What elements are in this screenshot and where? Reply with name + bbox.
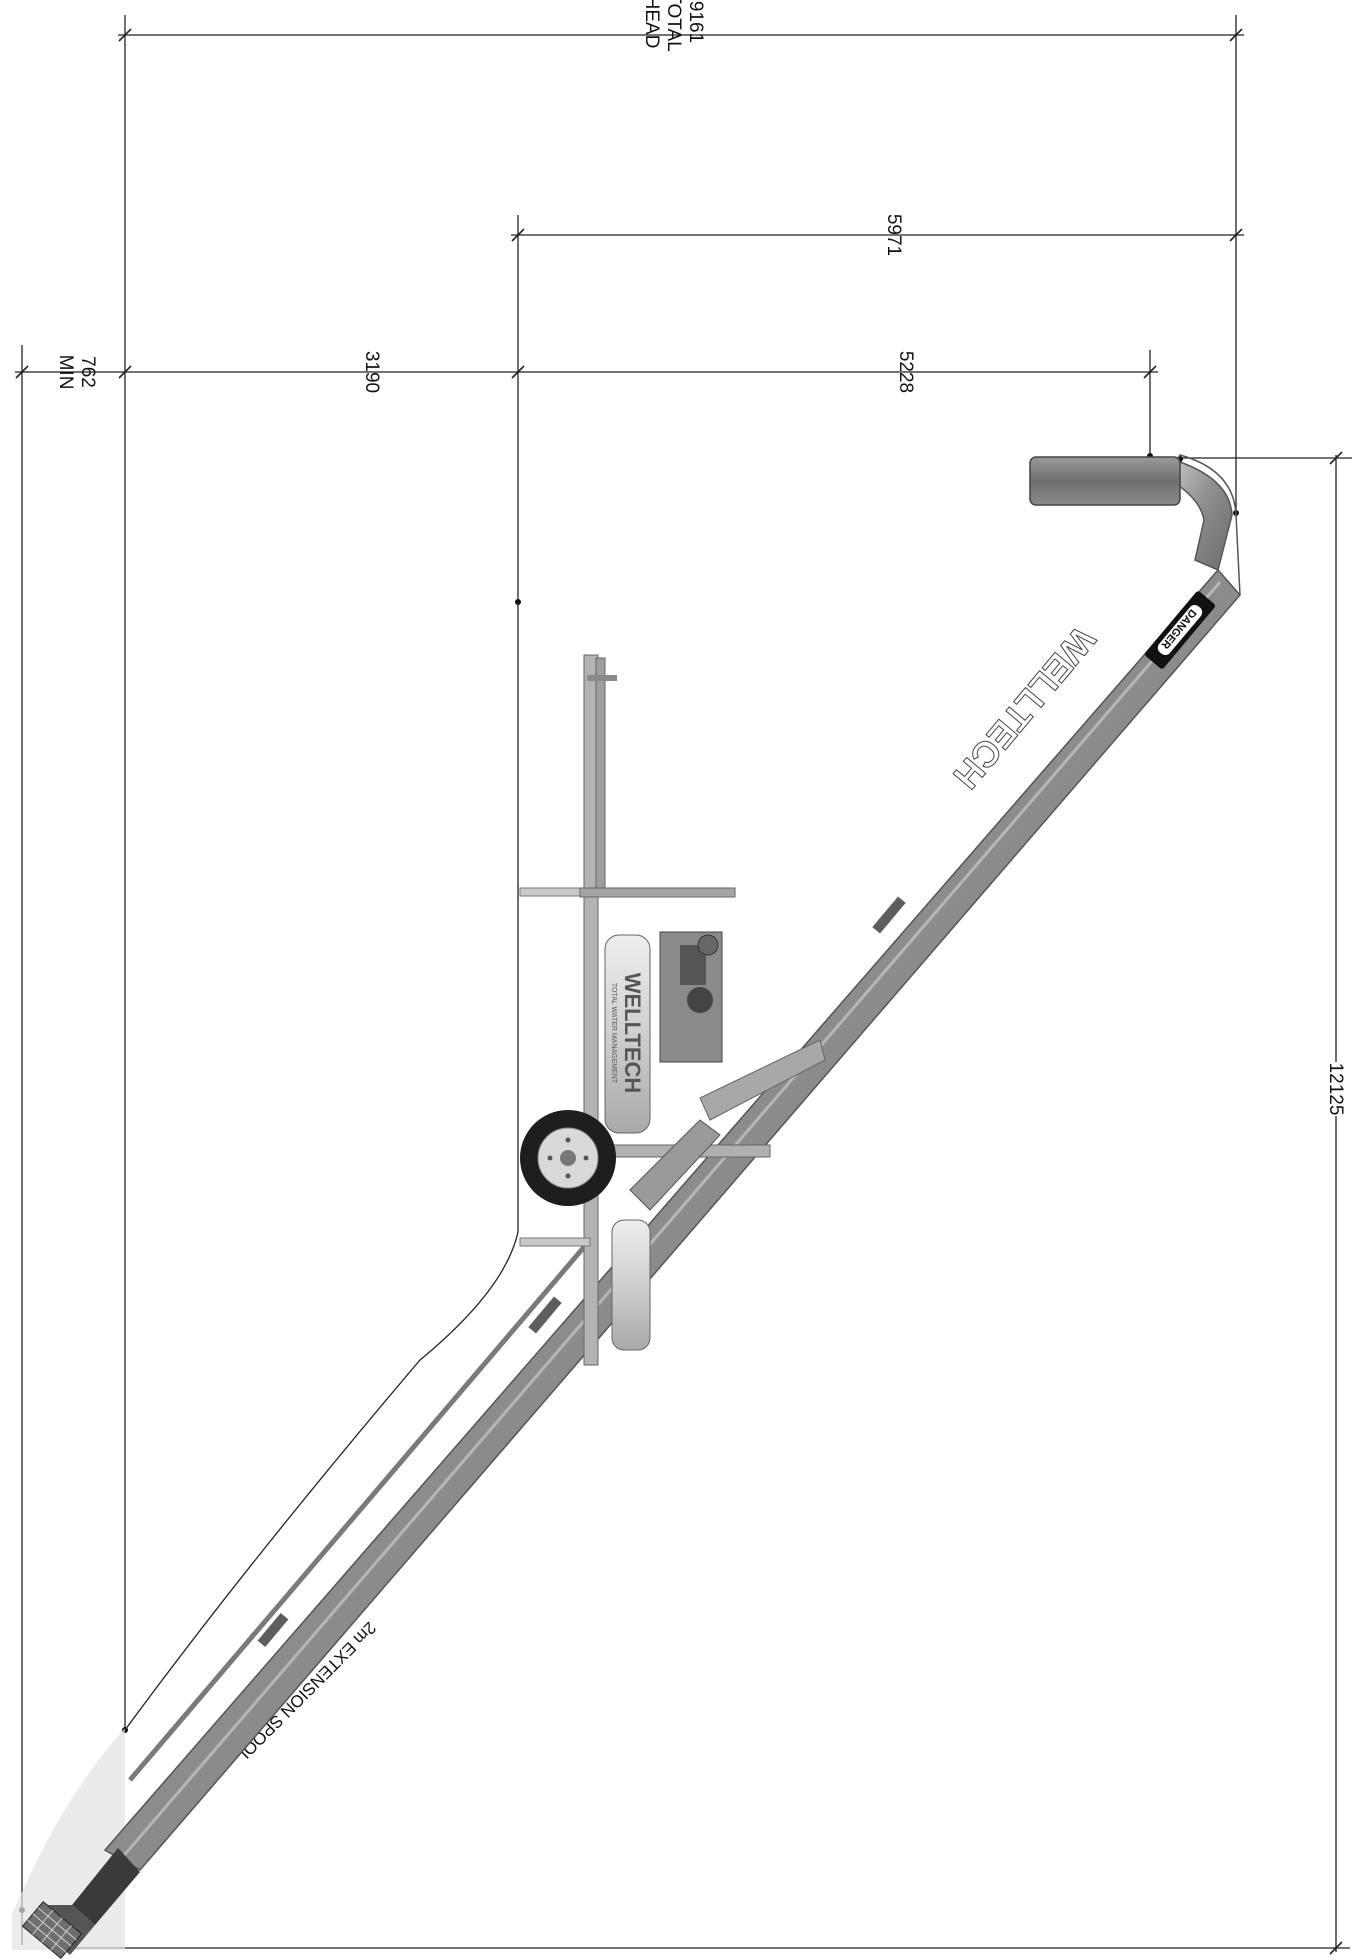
suction-zone: 2m EXTENSION SPOOL <box>12 602 519 1950</box>
dimension-labels: 9161 TOTAL HEAD 5971 762 MIN 3190 5228 1… <box>55 0 1348 1116</box>
lower-tank <box>611 1219 651 1351</box>
min-clearance-value: 762 <box>77 356 98 388</box>
dimension-ticks <box>15 28 1343 1955</box>
pump-trailer: WELLTECH TOTAL WATER MANAGEMENT <box>519 654 826 1366</box>
total-head-line2: HEAD <box>641 0 662 48</box>
dimension-lines <box>15 15 1352 1955</box>
outlet-spout <box>1029 456 1181 506</box>
trailer-wheel <box>520 1110 616 1206</box>
lower-rise-value: 3190 <box>361 351 382 393</box>
total-head-value: 9161 <box>685 1 706 43</box>
hose-outline <box>124 602 519 1731</box>
tank-brand-text: WELLTECH <box>620 973 645 1094</box>
upper-rise-value: 5971 <box>883 214 904 256</box>
foot-valve-strainer <box>21 1848 140 1960</box>
tank-tagline-text: TOTAL WATER MANAGEMENT <box>610 983 617 1084</box>
overall-length-value: 12125 <box>1325 1063 1346 1116</box>
strainer-mesh <box>21 1900 83 1960</box>
total-head-line1: TOTAL <box>663 0 684 52</box>
min-clearance-label: MIN <box>55 355 76 390</box>
fuel-tank <box>604 934 651 1134</box>
outlet-rise-value: 5228 <box>895 351 916 393</box>
